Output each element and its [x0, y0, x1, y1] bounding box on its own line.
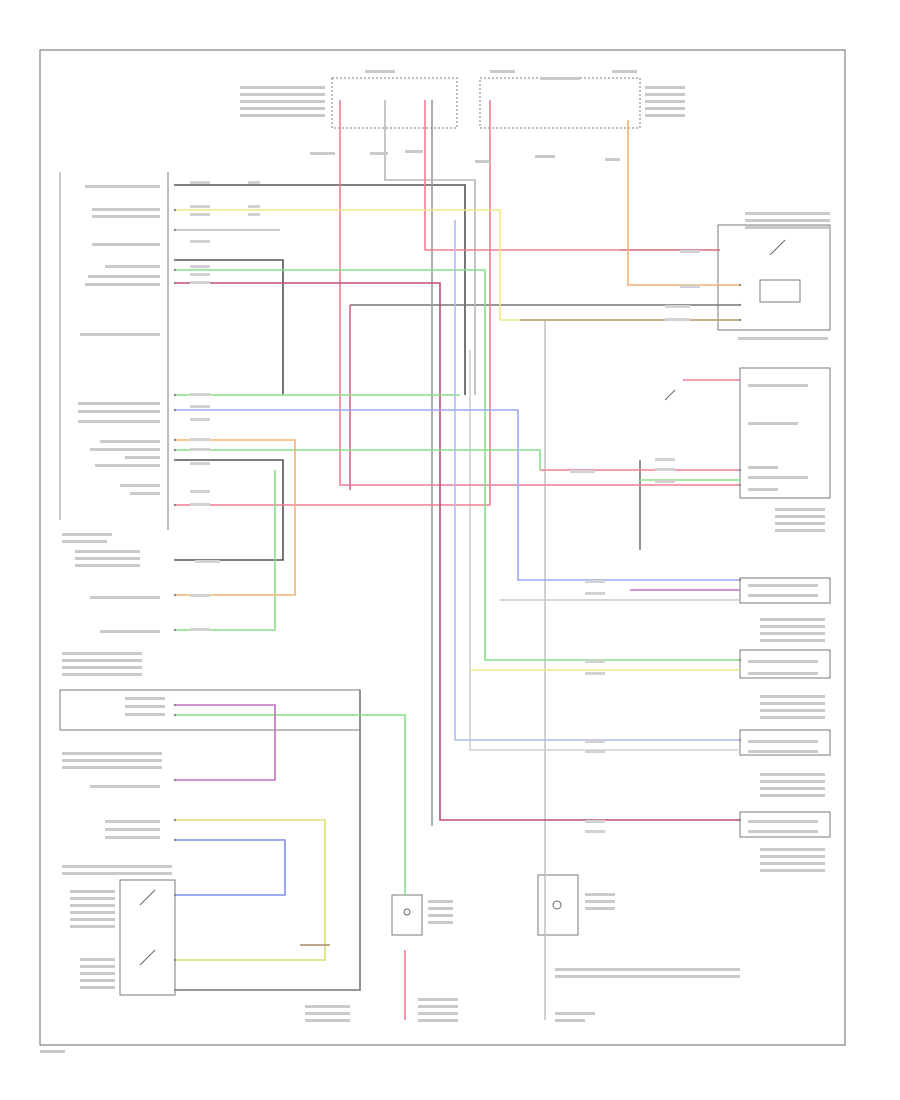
wire-green-1: [175, 269, 740, 661]
wire-tags: [190, 181, 700, 833]
wire-blue-2: [175, 839, 286, 896]
fuse-box-top-2: [479, 77, 641, 129]
switch-symbols: [139, 239, 786, 966]
wire-green-4: [175, 470, 276, 631]
fuse-box-top: [331, 77, 458, 129]
left-component-lower: [59, 689, 361, 731]
bottom-right-relay: [537, 874, 579, 936]
wire-purple-1: [175, 704, 276, 781]
page-id-mark: [40, 1050, 65, 1053]
left-side-labels: [62, 185, 172, 989]
wire-red-3: [175, 100, 491, 506]
relay-symbol: [759, 279, 801, 303]
bottom-left-switch: [119, 879, 176, 996]
wire-black-2: [175, 259, 284, 395]
right-side-labels: [738, 212, 830, 872]
relay-coil: [552, 900, 562, 910]
wire-black-1: [175, 184, 466, 395]
wire-yellow-1: [175, 209, 740, 321]
switch-3: [769, 239, 786, 256]
component-outlines: [59, 77, 831, 996]
wire-black-6: [175, 690, 361, 991]
bottom-center-sensor: [391, 894, 423, 936]
wire-gray-2: [384, 100, 476, 395]
wire-blue-1: [175, 409, 740, 581]
wire-black-3: [175, 459, 284, 561]
wire-orange-1: [627, 120, 740, 286]
pin-markers: [173, 183, 742, 992]
wire-yellow-2: [175, 819, 326, 961]
wire-red-2: [339, 100, 740, 486]
right-component-1: [717, 224, 831, 331]
diagram-border: [39, 49, 846, 1046]
wires: [175, 100, 740, 1020]
top-labels: [240, 70, 685, 163]
right-component-2: [739, 367, 831, 499]
right-component-3: [739, 577, 831, 604]
right-component-5: [739, 729, 831, 756]
switch-2: [139, 949, 156, 966]
switch-4: [664, 389, 676, 401]
wire-gray-4: [469, 350, 740, 751]
right-component-4: [739, 649, 831, 679]
sensor-element: [403, 908, 411, 916]
switch-1: [139, 889, 156, 906]
wire-orange-2: [175, 439, 296, 596]
bottom-labels: [305, 893, 740, 1022]
wire-green-3: [175, 449, 541, 470]
wire-green-5: [175, 714, 406, 895]
wire-red-1: [424, 100, 720, 251]
right-component-6: [739, 811, 831, 838]
wire-blue-3: [454, 220, 740, 741]
